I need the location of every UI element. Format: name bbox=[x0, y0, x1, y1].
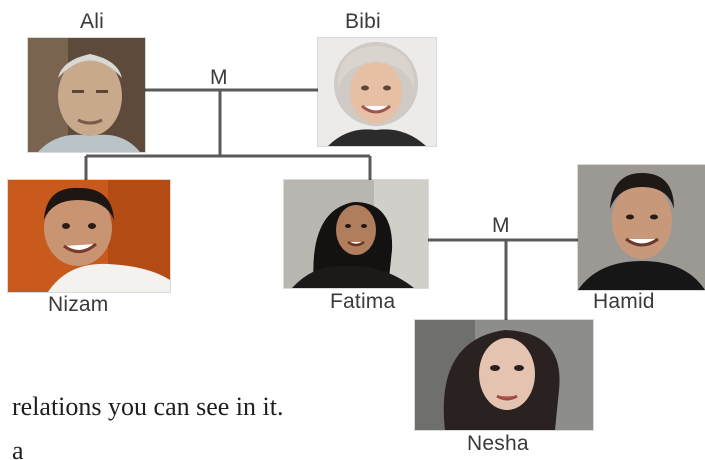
person-name-hamid: Hamid bbox=[593, 290, 655, 313]
person-name-bibi: Bibi bbox=[345, 10, 381, 33]
photo-nizam bbox=[8, 180, 170, 292]
photo-fatima bbox=[284, 180, 428, 288]
person-name-nizam: Nizam bbox=[48, 293, 109, 316]
photo-hamid bbox=[578, 165, 705, 290]
photo-ali bbox=[28, 38, 145, 152]
caption-text-line1: relations you can see in it. bbox=[12, 392, 284, 421]
person-name-nesha: Nesha bbox=[467, 432, 529, 455]
marriage-label-fatima-hamid: M bbox=[492, 214, 510, 237]
caption-text-line2: a bbox=[12, 436, 24, 460]
photo-nesha bbox=[415, 320, 593, 430]
person-name-fatima: Fatima bbox=[330, 290, 396, 313]
person-name-ali: Ali bbox=[80, 10, 104, 33]
photo-bibi bbox=[318, 38, 436, 146]
marriage-label-ali-bibi: M bbox=[210, 66, 228, 89]
